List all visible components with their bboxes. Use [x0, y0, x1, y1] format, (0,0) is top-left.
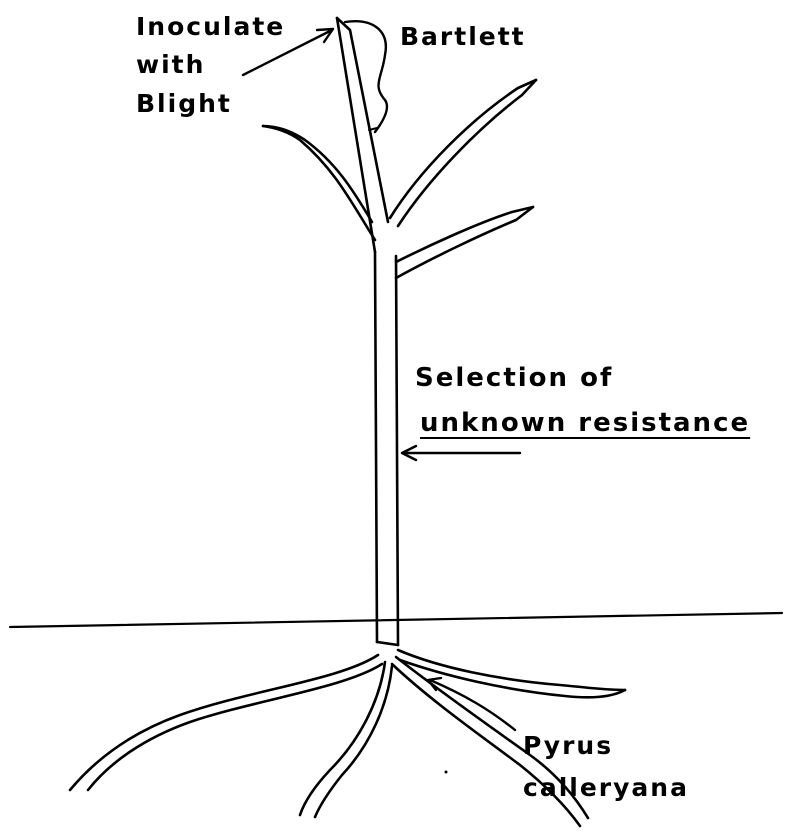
- label-selection-line2: unknown resistance: [420, 410, 750, 436]
- ink-dot: [445, 771, 448, 774]
- trunk: [375, 252, 398, 645]
- label-pyrus-line1: Pyrus: [523, 733, 613, 758]
- right-upper-branch: [390, 80, 536, 226]
- ground-line: [10, 613, 782, 627]
- right-lower-branch: [396, 207, 533, 278]
- selection-arrow: [402, 446, 520, 460]
- scion-leader: [337, 18, 388, 252]
- label-pyrus-line2: calleryana: [523, 775, 689, 800]
- label-bartlett: Bartlett: [400, 24, 526, 49]
- label-inoculate-line1: Inoculate: [136, 14, 285, 39]
- label-selection-line1: Selection of: [415, 365, 613, 391]
- label-inoculate-line2: with: [136, 52, 205, 77]
- label-inoculate-line3: Blight: [136, 91, 232, 116]
